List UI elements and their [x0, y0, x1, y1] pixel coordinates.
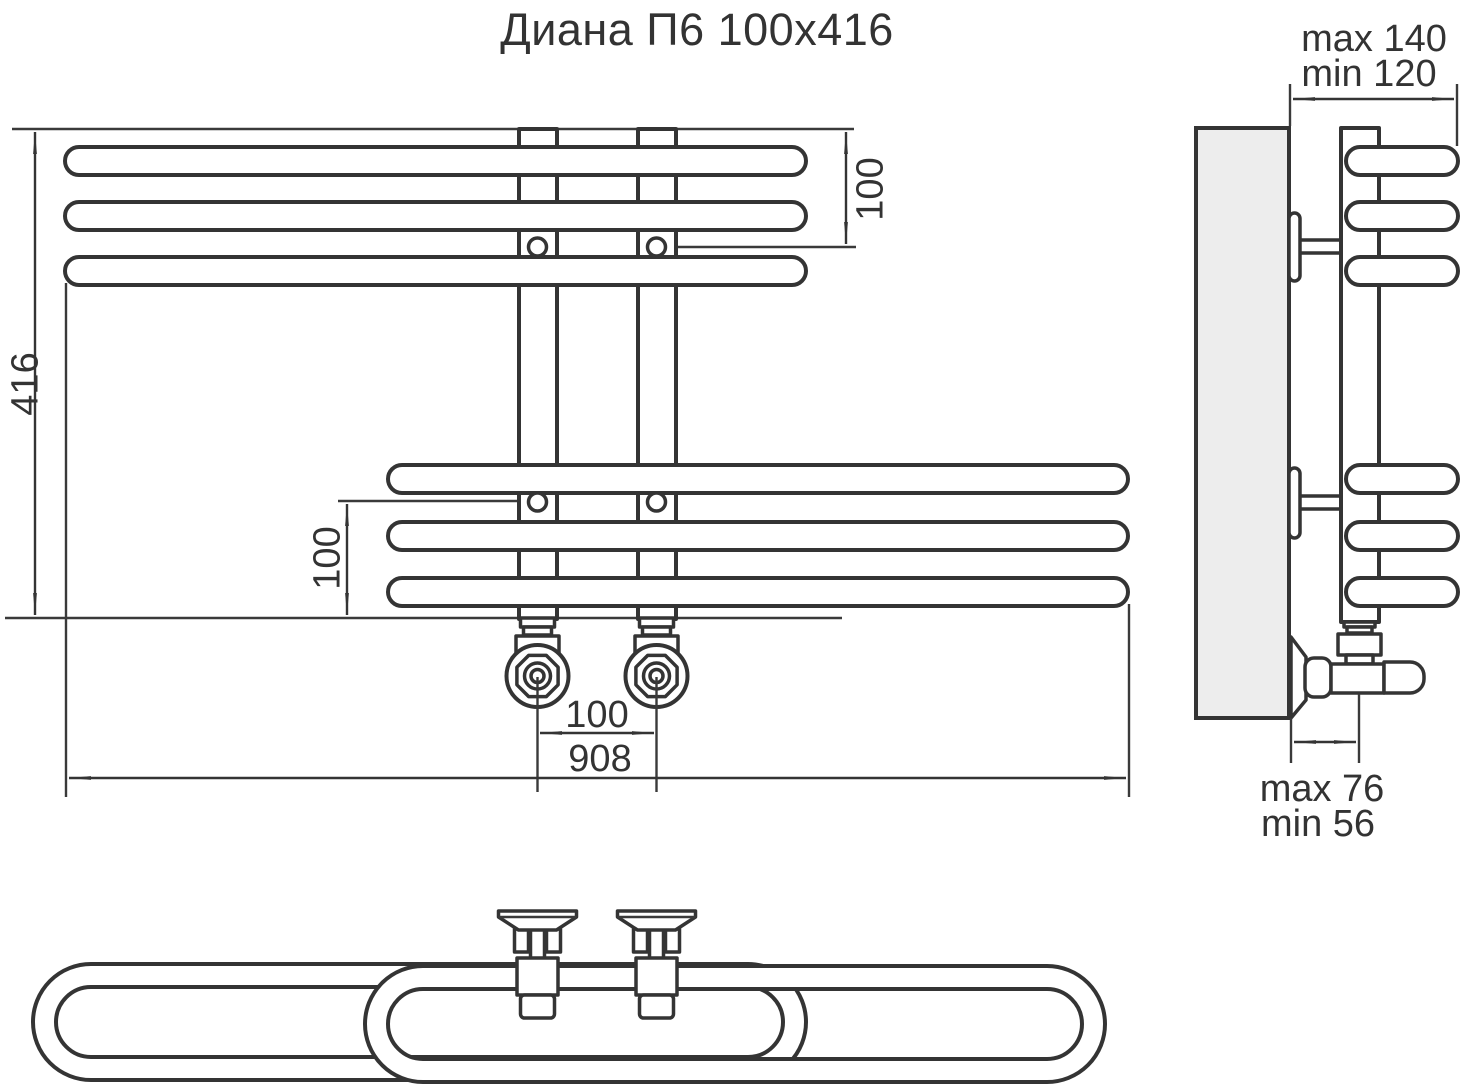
dimension-label-valve-spacing: 100 [565, 694, 628, 736]
valve-tail [518, 993, 557, 1020]
dimension-label-width: 908 [568, 738, 631, 780]
valve-handle [615, 909, 698, 932]
valve-tab [512, 927, 531, 954]
valve-neck [1345, 625, 1374, 635]
valve-front-right [623, 616, 690, 709]
mounting-hole [526, 236, 549, 258]
drawing-title: Диана П6 100x416 [500, 4, 894, 55]
wall-panel [1194, 126, 1291, 720]
dimension-bottom-spacing: 100 [306, 504, 349, 615]
valve-body [515, 956, 560, 997]
dimension-label-wall-max: max 140 [1301, 18, 1447, 60]
valve-body [1336, 632, 1383, 657]
dimension-wall-clearance: max 140 min 120 [1288, 18, 1459, 146]
valve-tab [544, 927, 563, 954]
dimension-valve-spacing: 100 [540, 694, 654, 736]
bracket-arm [1297, 238, 1344, 255]
dimension-label-bottom-spacing: 100 [306, 526, 348, 589]
dimension-width: 908 [69, 738, 1126, 780]
side-view: max 140 min 120 max 76 min 56 [1194, 18, 1460, 845]
towel-bar-end [1344, 576, 1460, 608]
mounting-hole [645, 491, 668, 513]
towel-bar-end [1344, 145, 1460, 177]
valve-top-left [496, 909, 579, 1020]
valve-side [1289, 620, 1426, 763]
towel-bar [386, 463, 1130, 495]
towel-bar-end [1344, 200, 1460, 232]
dimension-height: 416 [4, 132, 46, 615]
mounting-hole [526, 491, 549, 513]
towel-bar [63, 200, 808, 232]
valve-body [634, 956, 679, 997]
dimension-label-wall-min: min 120 [1301, 53, 1436, 95]
valve-tab [663, 927, 682, 954]
valve-neck [640, 625, 673, 637]
dimension-label-valve-offset-min: min 56 [1261, 803, 1375, 845]
wall-bracket [1287, 466, 1302, 540]
towel-bar-end [1344, 255, 1460, 287]
wall-bracket [1287, 211, 1302, 283]
towel-bar-end [1344, 463, 1460, 495]
mounting-hole [645, 236, 668, 258]
towel-bar-end [1344, 520, 1460, 552]
valve-escutcheon [1289, 635, 1308, 720]
valve-neck [521, 625, 554, 637]
towel-bar [63, 255, 808, 287]
dimension-valve-offset: max 76 min 56 [1260, 718, 1385, 845]
towel-bar [63, 145, 808, 177]
valve-tab [631, 927, 650, 954]
dimension-label-top-spacing: 100 [849, 157, 891, 220]
valve-front-left [504, 616, 571, 709]
valve-tail [637, 993, 676, 1020]
valve-handle [496, 909, 579, 932]
valve-spout [1382, 660, 1426, 695]
dimension-top-spacing: 100 [844, 132, 891, 244]
bracket-arm [1297, 494, 1344, 511]
towel-bar [386, 520, 1130, 552]
valve-top-right [615, 909, 698, 1020]
towel-bar [386, 576, 1130, 608]
valve-housing [1329, 662, 1386, 695]
valve-knob [1303, 656, 1333, 699]
front-view: 416 100 100 100 908 [4, 127, 1131, 797]
dimension-label-valve-offset-max: max 76 [1260, 768, 1385, 810]
pipe-loop-left [31, 962, 808, 1082]
bottom-view [31, 909, 1107, 1084]
dimension-label-height: 416 [4, 352, 46, 415]
pipe-loop-right [363, 964, 1107, 1084]
